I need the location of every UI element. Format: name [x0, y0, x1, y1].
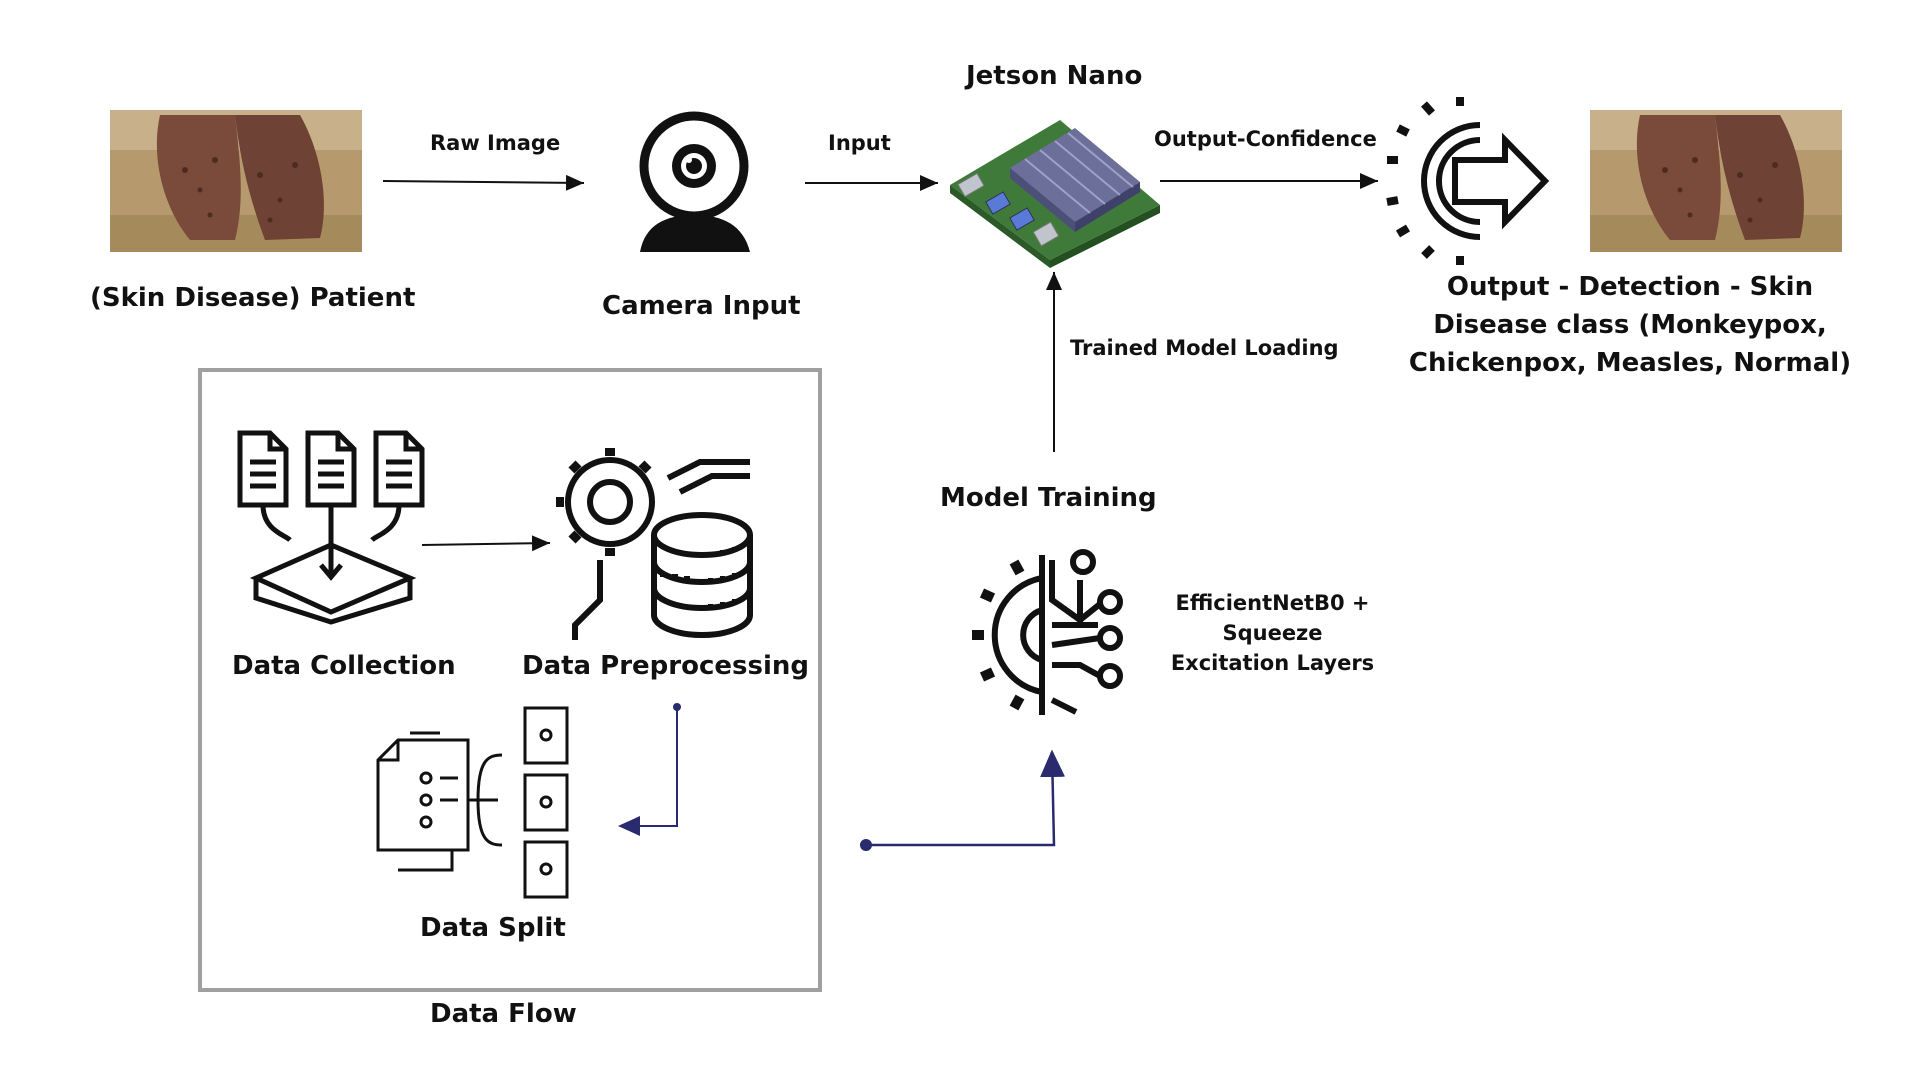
- node-label-jetson-nano: Jetson Nano: [966, 61, 1143, 91]
- node-label-data-collection: Data Collection: [232, 651, 456, 681]
- documents-to-tray-icon: [237, 430, 425, 625]
- gear-circuit-icon: [972, 549, 1123, 715]
- arrow-raw-image: [382, 174, 585, 191]
- node-label-output: Output - Detection - Skin Disease class …: [1408, 272, 1852, 378]
- node-label-data-flow: Data Flow: [430, 999, 577, 1029]
- output-photo: [1590, 110, 1842, 252]
- node-label-model-description: EfficientNetB0 + Squeeze Excitation Laye…: [1170, 591, 1375, 675]
- document-split-icon: [376, 706, 569, 899]
- node-label-model-training: Model Training: [940, 483, 1157, 513]
- edge-label-trained-model-loading: Trained Model Loading: [1070, 336, 1339, 360]
- edge-label-input: Input: [828, 131, 891, 155]
- patient-photo: [110, 110, 362, 252]
- arrow-preprocessing-to-split: [618, 703, 681, 836]
- jetson-board-icon: [950, 120, 1160, 268]
- node-label-camera-input: Camera Input: [602, 291, 801, 321]
- gear-database-icon: [556, 448, 753, 640]
- gear-arrow-icon: [1386, 97, 1550, 265]
- node-label-patient: (Skin Disease) Patient: [90, 283, 416, 313]
- node-label-data-preprocessing: Data Preprocessing: [522, 651, 809, 681]
- node-label-data-split: Data Split: [420, 913, 566, 943]
- arrow-collection-to-preprocessing: [421, 535, 551, 552]
- webcam-icon: [639, 111, 750, 252]
- heatsink: [1010, 128, 1140, 232]
- arrow-dataflow-to-training: [860, 749, 1066, 851]
- edge-label-raw-image: Raw Image: [430, 131, 561, 155]
- data-flow-box: [198, 368, 822, 992]
- edge-label-output-confidence: Output-Confidence: [1154, 127, 1377, 151]
